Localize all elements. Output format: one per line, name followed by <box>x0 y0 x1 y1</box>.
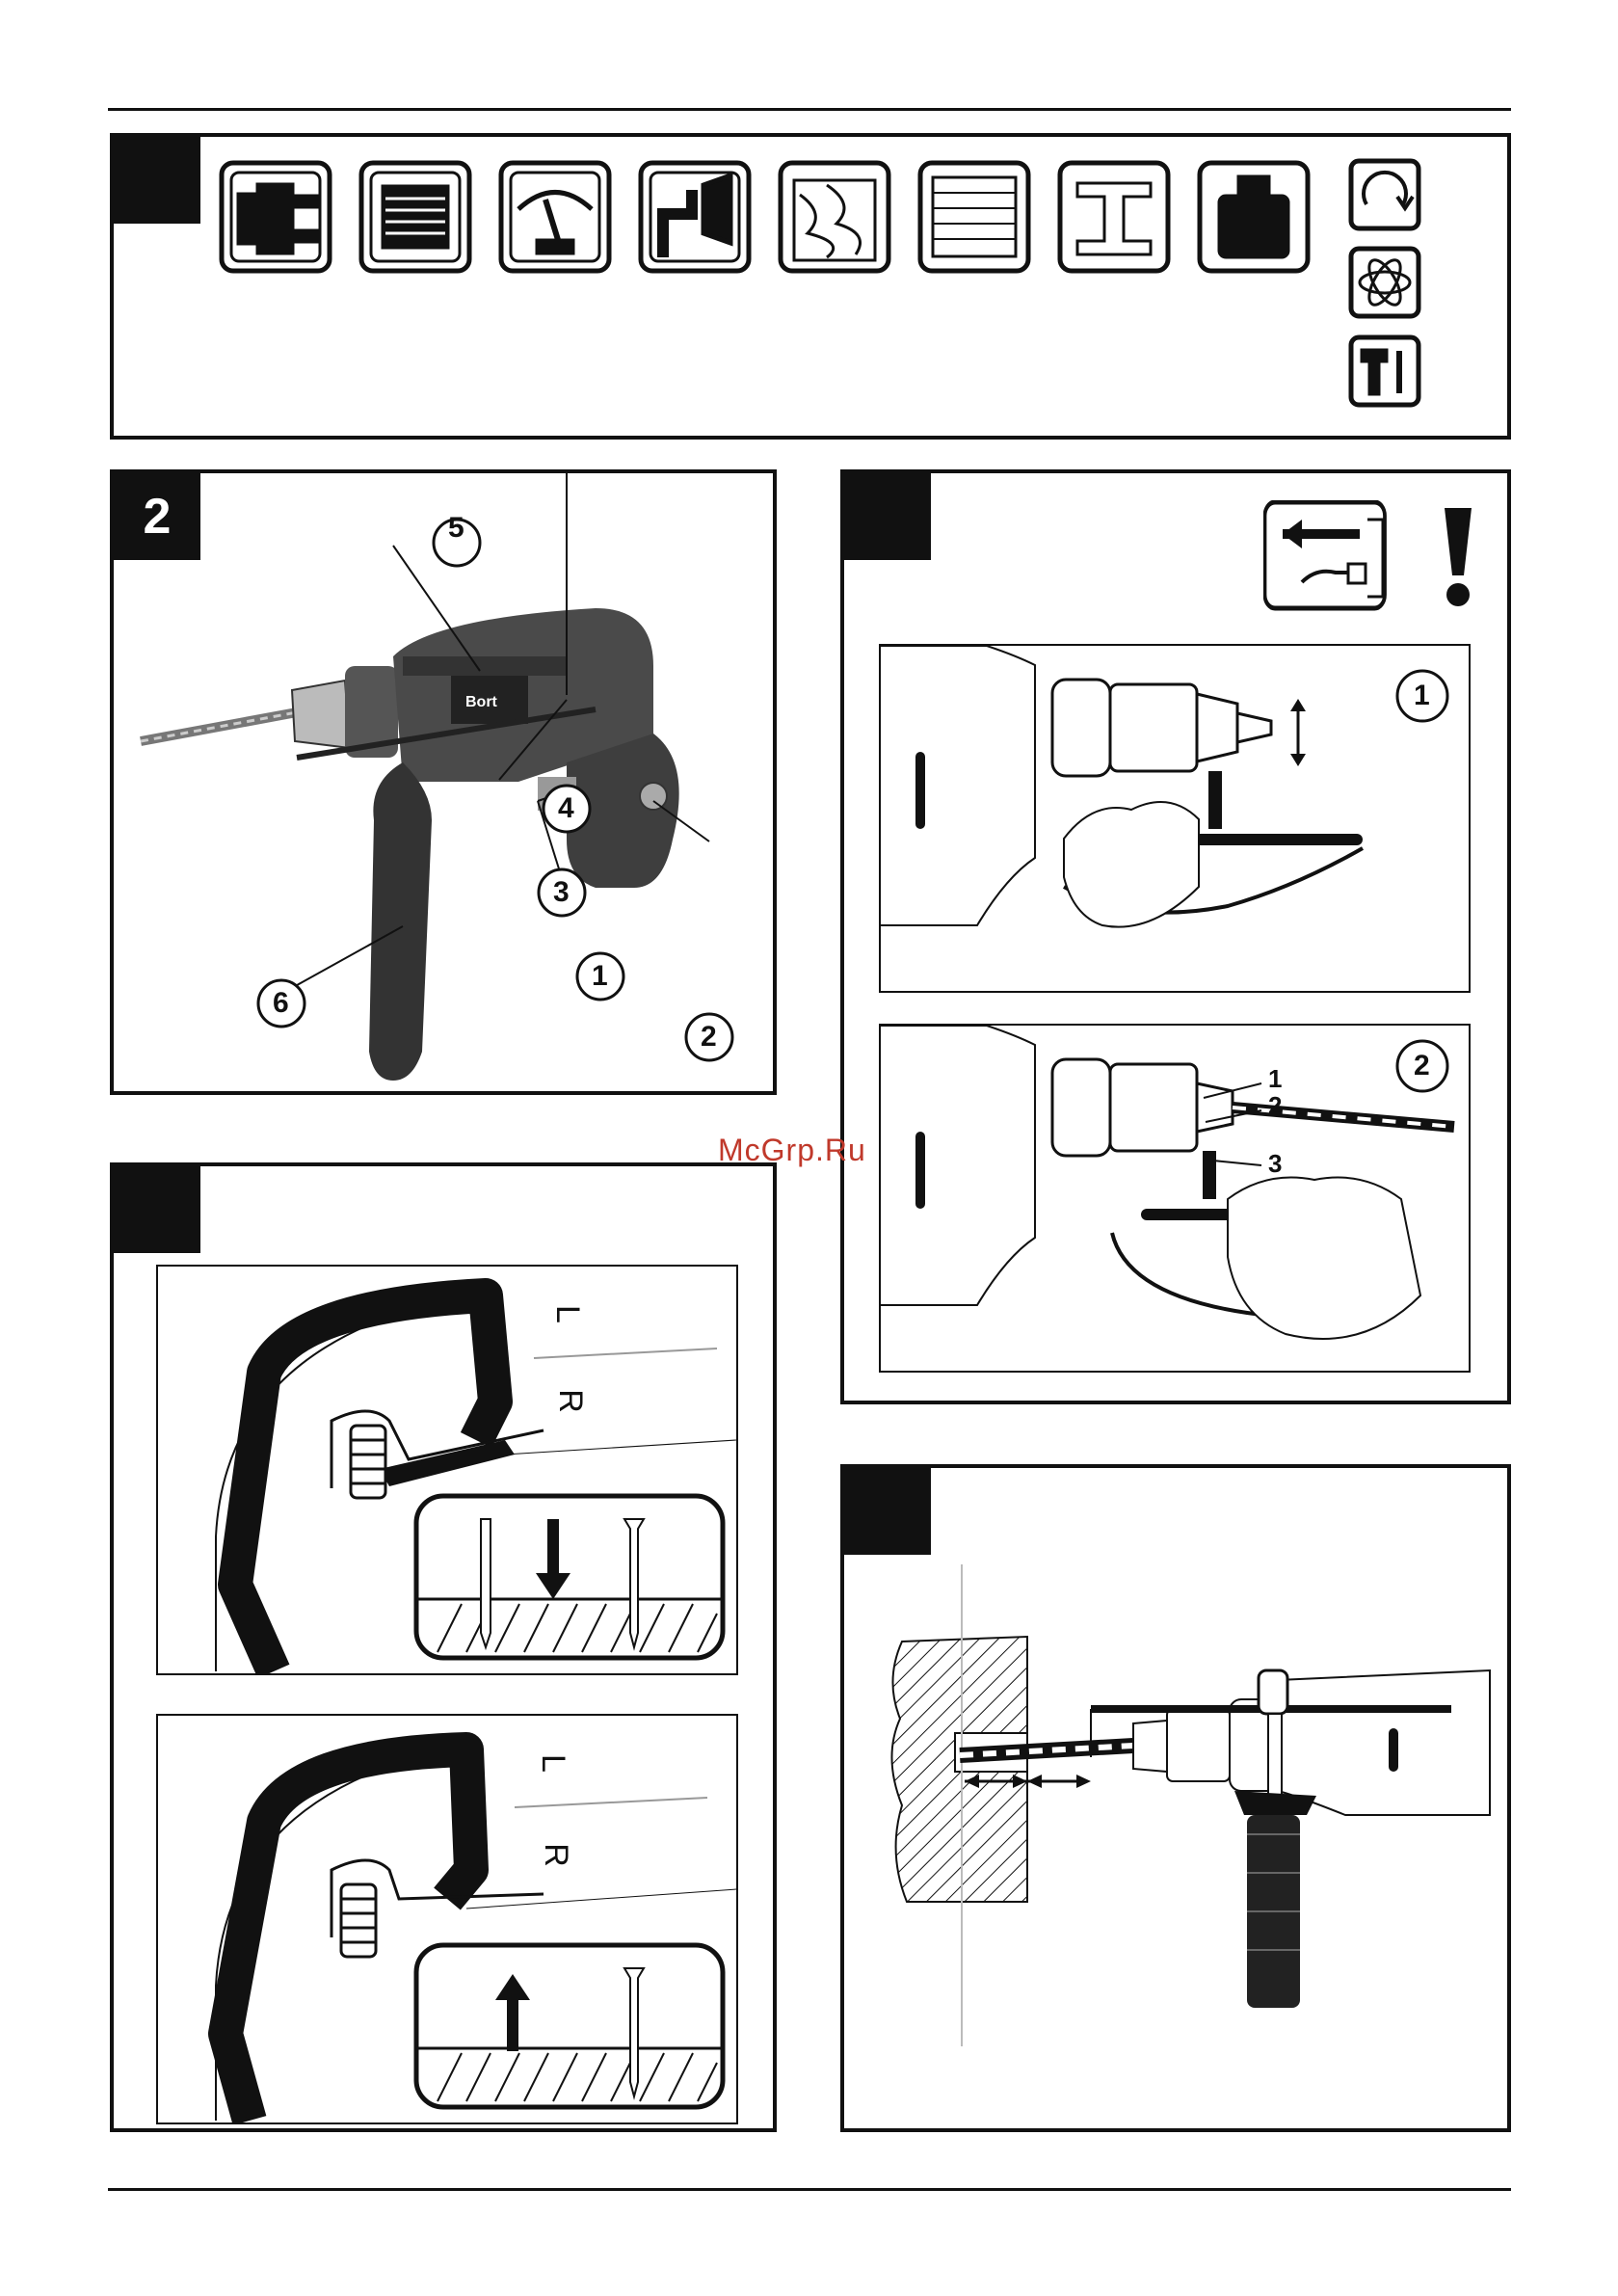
label-r-bottom: R <box>537 1843 574 1867</box>
part-1-label: 1 <box>1268 1064 1282 1094</box>
handle-switch-left <box>158 1267 736 1673</box>
motor-icon <box>361 163 469 271</box>
figure-number <box>114 1166 200 1253</box>
drill-illustration: Bort <box>114 473 773 1091</box>
brand-logo: Bort <box>465 694 498 710</box>
vibration-icon <box>1351 249 1419 316</box>
steel-beam-icon <box>1060 163 1168 271</box>
step-1-panel: 1 <box>879 644 1471 993</box>
callout-6: 6 <box>273 987 289 1020</box>
callout-5: 5 <box>448 512 464 545</box>
brick-icon <box>920 163 1028 271</box>
handle-switch-right <box>158 1716 736 2122</box>
top-rule <box>108 108 1511 111</box>
spindle-icon <box>641 163 749 271</box>
step-2-panel: 2 1 2 3 <box>879 1024 1471 1373</box>
step-2-label: 2 <box>1414 1050 1430 1082</box>
exclamation-icon <box>1439 504 1477 610</box>
wood-icon <box>781 163 889 271</box>
depth-stop-illustration <box>844 1468 1507 2128</box>
figure-3-panel: 1 2 1 2 3 <box>840 469 1511 1404</box>
figure-number <box>844 473 931 560</box>
watermark-text: McGrp.Ru <box>718 1133 866 1168</box>
gauge-icon <box>501 163 609 271</box>
part-2-label: 2 <box>1268 1091 1282 1121</box>
bottom-rule <box>108 2188 1511 2191</box>
callout-2: 2 <box>701 1021 717 1054</box>
step-1-label: 1 <box>1414 680 1430 712</box>
forward-rotation-panel: L R <box>156 1265 738 1675</box>
figure-1-panel <box>110 133 1511 440</box>
hammer-drill-icon <box>1351 337 1419 405</box>
plug-icon <box>222 163 330 271</box>
figure-2-panel: 2 Bort <box>110 469 777 1095</box>
spec-icons <box>114 137 1507 436</box>
rotation-icon <box>1351 161 1419 228</box>
figure-5-panel <box>840 1464 1511 2132</box>
unplug-warning-icon <box>1263 500 1408 616</box>
weight-icon <box>1200 163 1308 271</box>
part-3-label: 3 <box>1268 1149 1282 1179</box>
callout-1: 1 <box>592 960 608 993</box>
callout-3: 3 <box>553 876 570 909</box>
figure-4-panel: L R L R <box>110 1162 777 2132</box>
reverse-rotation-panel: L R <box>156 1714 738 2124</box>
label-l-top: L <box>548 1305 586 1323</box>
label-l-bottom: L <box>534 1754 571 1773</box>
tighten-chuck-illustration <box>881 646 1469 991</box>
callout-4: 4 <box>558 792 574 825</box>
label-r-top: R <box>551 1389 589 1413</box>
insert-bit-illustration <box>881 1026 1469 1371</box>
